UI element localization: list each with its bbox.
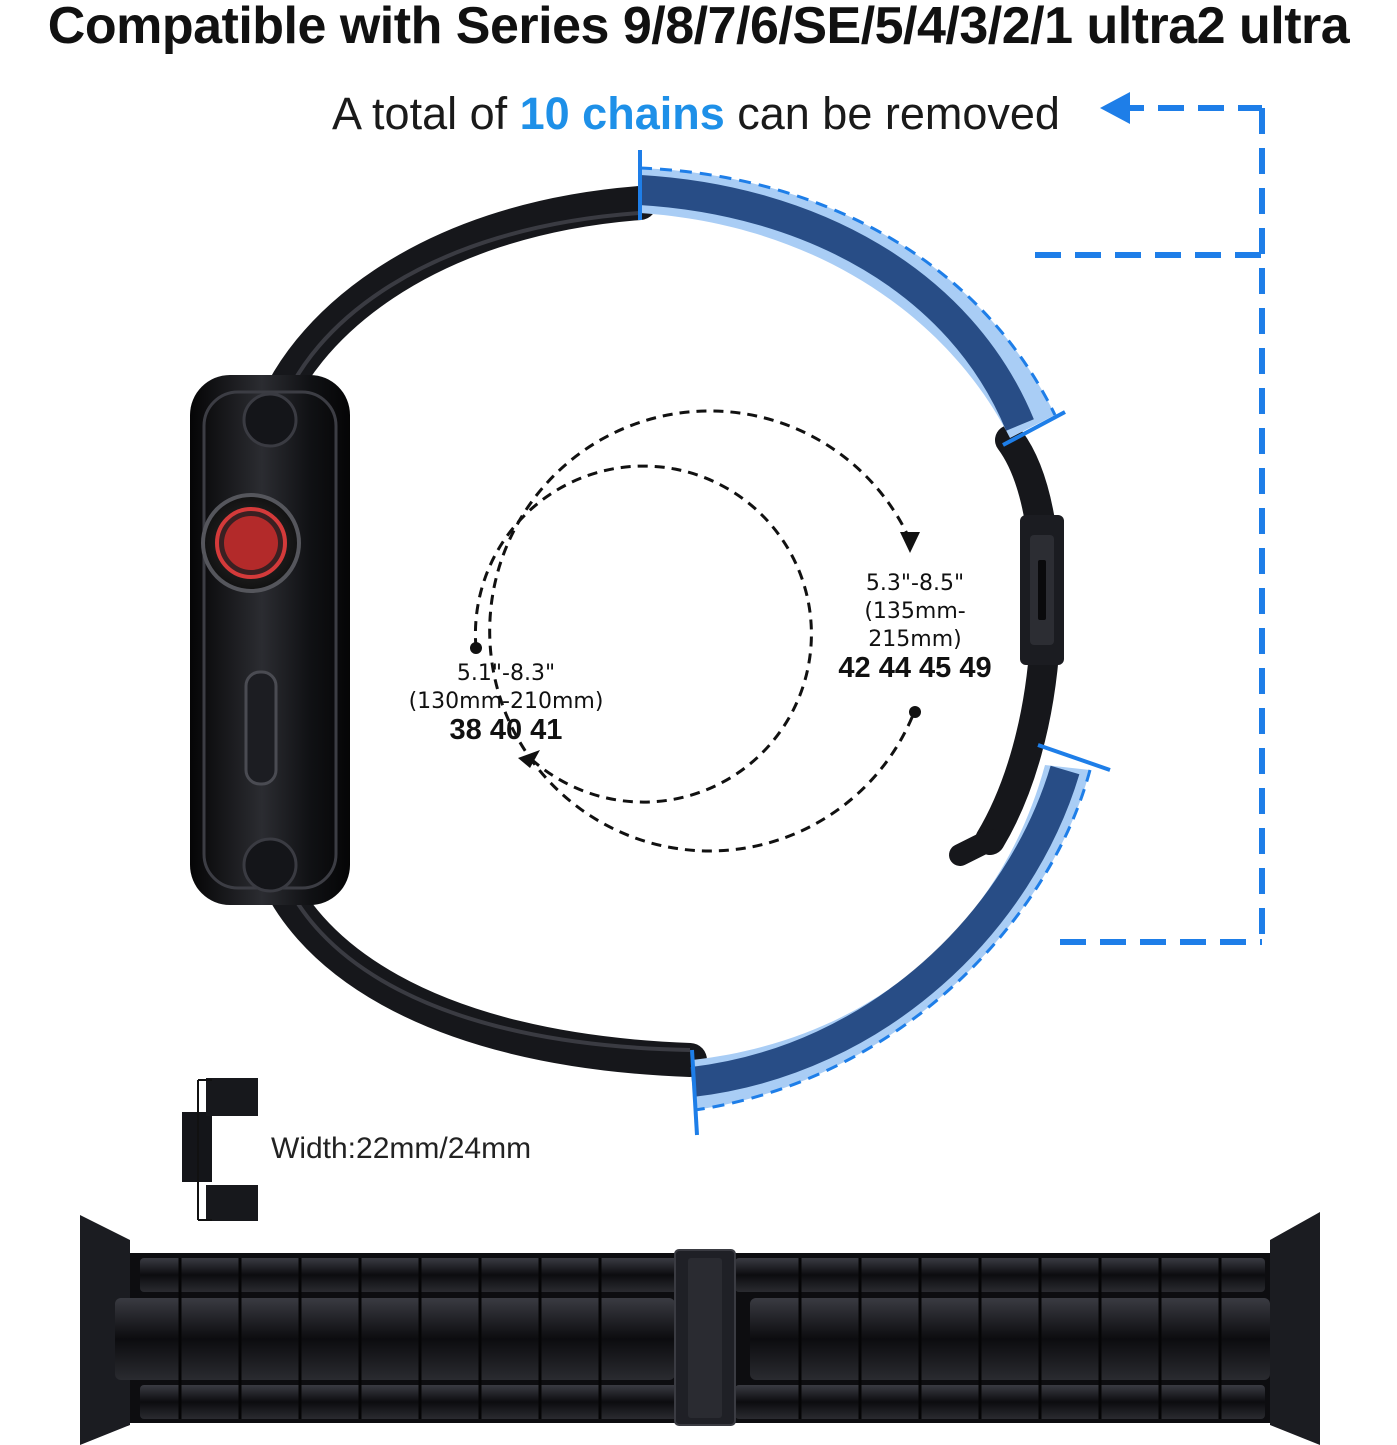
large-size-inches: 5.3"-8.5" <box>865 571 965 596</box>
caption-suffix: can be removed <box>724 88 1060 139</box>
arrow-left-icon <box>1100 92 1130 124</box>
small-size-mm: (130mm-210mm) <box>408 689 604 714</box>
large-size-models: 42 44 45 49 <box>838 652 992 684</box>
page-title: Compatible with Series 9/8/7/6/SE/5/4/3/… <box>47 0 1350 55</box>
small-size-models: 38 40 41 <box>449 714 563 746</box>
large-size-mm-line1: (135mm- <box>864 599 966 624</box>
caption-prefix: A total of <box>332 88 520 139</box>
band-connectors <box>242 392 298 893</box>
flat-band <box>80 1212 1320 1445</box>
small-size-label: 5.1"-8.3" (130mm-210mm) 38 40 41 <box>396 660 616 746</box>
large-size-mm-line2: 215mm) <box>868 627 962 652</box>
small-size-inches: 5.1"-8.3" <box>456 661 556 686</box>
digital-crown-icon <box>201 493 301 593</box>
width-label: Width:22mm/24mm <box>271 1132 532 1165</box>
single-link-icon <box>182 1078 258 1221</box>
size-indicator-small <box>470 464 813 804</box>
large-size-label: 5.3"-8.5" (135mm- 215mm) 42 44 45 49 <box>820 570 1010 684</box>
caption-highlight: 10 chains <box>519 88 725 139</box>
watch-case <box>190 375 350 905</box>
size-indicator-large <box>488 409 921 853</box>
removable-chains-top <box>638 150 1066 447</box>
chains-bracket <box>1035 105 1265 945</box>
chains-removable-caption: A total of 10 chains can be removed <box>332 88 1060 140</box>
removable-chains-bottom <box>690 743 1111 1136</box>
